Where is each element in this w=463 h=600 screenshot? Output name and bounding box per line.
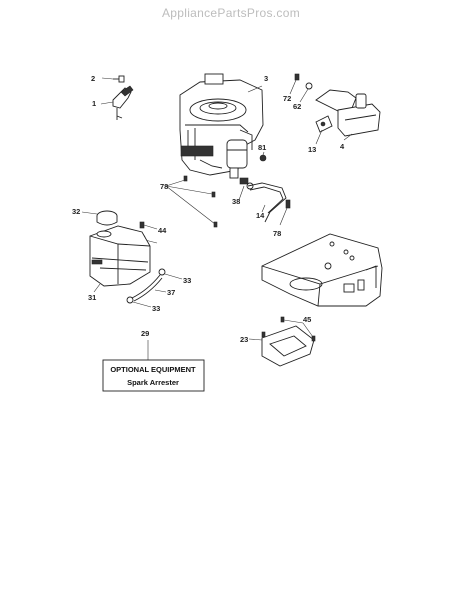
part-clamp-33-a[interactable] [158, 268, 166, 276]
part-gasket-62[interactable] [305, 82, 313, 90]
callout-81: 81 [258, 143, 266, 152]
part-fitting-81[interactable] [259, 154, 267, 162]
part-shield-23[interactable] [261, 325, 315, 367]
callout-14: 14 [256, 211, 265, 220]
callout-33-a: 33 [183, 276, 191, 285]
part-gasket-13[interactable] [315, 115, 333, 133]
part-bolt-44[interactable] [139, 221, 145, 229]
callout-3: 3 [264, 74, 268, 83]
part-throttle-control-1[interactable] [112, 85, 134, 120]
callout-37: 37 [167, 288, 175, 297]
optional-equipment-item: Spark Arrester [127, 378, 179, 387]
callout-1: 1 [92, 99, 96, 108]
part-screw-2[interactable] [113, 75, 125, 83]
callout-32: 32 [72, 207, 80, 216]
callout-62: 62 [293, 102, 301, 111]
part-bolt-78-b[interactable] [285, 199, 291, 209]
part-clamp-33-b[interactable] [126, 296, 134, 304]
callout-23: 23 [240, 335, 248, 344]
part-engine-3[interactable] [179, 73, 264, 179]
part-fitting-38[interactable] [239, 177, 254, 190]
callout-13: 13 [308, 145, 316, 154]
callout-33-b: 33 [152, 304, 160, 313]
part-bolt-72[interactable] [294, 73, 300, 81]
part-frame-plate[interactable] [261, 233, 383, 307]
callout-38: 38 [232, 197, 240, 206]
part-muffler-4[interactable] [315, 89, 381, 137]
callout-31: 31 [88, 293, 96, 302]
callout-29: 29 [141, 329, 149, 338]
optional-equipment-box: OPTIONAL EQUIPMENT Spark Arrester [102, 359, 205, 392]
part-fuel-tank-31[interactable] [89, 225, 151, 287]
callout-45-b: 45 [303, 315, 311, 324]
callout-4: 4 [340, 142, 345, 151]
callout-2: 2 [91, 74, 95, 83]
callout-44: 44 [158, 226, 167, 235]
part-fuel-line-37[interactable] [131, 274, 163, 302]
callout-78-b: 78 [273, 229, 281, 238]
callout-78-a: 78 [160, 182, 168, 191]
part-dipstick-tube-14[interactable] [247, 182, 287, 223]
callout-72: 72 [283, 94, 291, 103]
part-bolts-45[interactable] [261, 316, 316, 342]
watermark-text: AppliancePartsPros.com [162, 6, 300, 20]
part-bolts-78[interactable] [183, 175, 218, 228]
optional-equipment-title: OPTIONAL EQUIPMENT [110, 365, 196, 374]
part-fuel-cap-32[interactable] [96, 210, 118, 226]
